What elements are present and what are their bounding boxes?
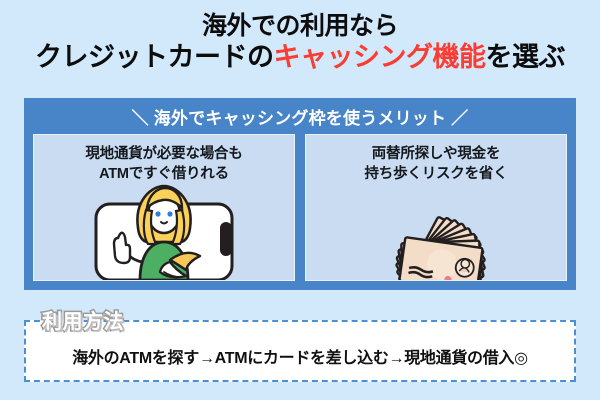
- merit-card-atm-title: 現地通貨が必要な場合も ATMですぐ借りれる: [34, 135, 294, 184]
- woman-illustration: [112, 184, 202, 280]
- merit-card-cash-title-line1: 両替所探しや現金を: [371, 146, 501, 162]
- merit-card-atm: 現地通貨が必要な場合も ATMですぐ借りれる: [33, 134, 295, 281]
- title-line-2: クレジットカードのキャッシング機能を選ぶ: [0, 42, 600, 74]
- woman-with-smartphone-illustration: [34, 184, 294, 280]
- merit-panel: ＼ 海外でキャッシング枠を使うメリット ／ 現地通貨が必要な場合も ATMですぐ…: [24, 98, 576, 290]
- howto-steps-text: 海外のATMを探す→ATMにカードを差し込む→現地通貨の借入◎: [72, 350, 528, 367]
- merit-card-atm-title-line1: 現地通貨が必要な場合も: [85, 146, 243, 162]
- howto-box: 利用方法 海外のATMを探す→ATMにカードを差し込む→現地通貨の借入◎: [24, 310, 576, 382]
- fanned-banknotes-icon: [394, 215, 487, 280]
- title-line-2-suffix: を選ぶ: [485, 41, 566, 72]
- banknotes-illustration: [306, 184, 566, 280]
- title-line-1: 海外での利用なら: [201, 12, 399, 40]
- pointing-hand-icon: [112, 231, 132, 265]
- merit-card-cash-title-line2: 持ち歩くリスクを省く: [364, 166, 508, 182]
- title-line-2-prefix: クレジットカードの: [35, 41, 274, 72]
- page-title: 海外での利用なら クレジットカードのキャッシング機能を選ぶ: [0, 12, 600, 73]
- merit-panel-header: ＼ 海外でキャッシング枠を使うメリット ／: [131, 108, 469, 128]
- merit-card-cash: 両替所探しや現金を 持ち歩くリスクを省く: [305, 134, 567, 281]
- merit-card-atm-title-line2: ATMですぐ借りれる: [99, 166, 229, 182]
- merit-card-list: 現地通貨が必要な場合も ATMですぐ借りれる: [24, 134, 576, 290]
- title-line-2-accent: キャッシング機能: [273, 41, 487, 72]
- open-wallet-icon: [158, 251, 202, 279]
- merit-card-cash-title: 両替所探しや現金を 持ち歩くリスクを省く: [306, 135, 566, 184]
- howto-badge-label: 利用方法: [41, 310, 126, 335]
